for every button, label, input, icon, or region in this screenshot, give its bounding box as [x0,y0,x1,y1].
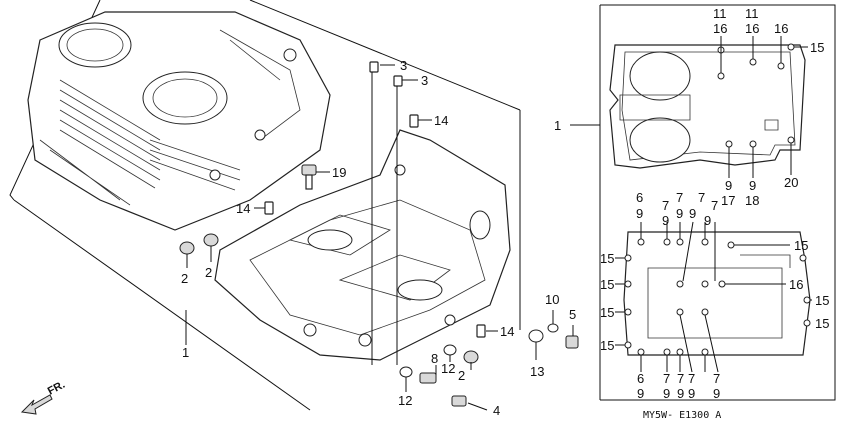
callout-3b: 3 [421,73,428,88]
upper-label-20: 20 [784,175,798,190]
lower-label-16-right: 16 [789,277,803,292]
lower-label-9-bottom-c: 9 [677,386,684,401]
lower-label-15-left-d: 15 [600,338,614,353]
plugs-2 [179,233,479,364]
lower-case-bottom-view [623,231,811,356]
callout-10: 10 [545,292,559,307]
lower-label-15-right-b: 15 [815,293,829,308]
callout-14a: 14 [434,113,448,128]
lower-label-6-bottom: 6 [637,371,644,386]
callout-2a: 2 [181,271,188,286]
lower-label-9-top-c: 9 [676,206,683,221]
lower-label-9-bottom-a: 9 [637,386,644,401]
leader-lines-main [185,64,574,411]
lower-label-15-right-a: 15 [794,238,808,253]
lower-label-15-left-b: 15 [600,277,614,292]
dowel-pins [264,61,486,338]
upper-label-17: 17 [721,193,735,208]
lower-label-9-bottom-e: 9 [713,386,720,401]
callout-5: 5 [569,307,576,322]
callout-8: 8 [431,351,438,366]
upper-label-9a: 9 [725,178,732,193]
upper-case-top-view [609,43,806,169]
callout-1-main: 1 [182,345,189,360]
lower-label-7-bottom-a: 7 [663,371,670,386]
lower-label-9-top-a: 9 [636,206,643,221]
detail-frame [570,4,836,401]
upper-crankcase-illustration [27,11,331,231]
lower-label-9-top-e: 9 [704,213,711,228]
callout-2b: 2 [205,265,212,280]
upper-label-11b: 11 [745,6,759,21]
lower-label-15-left-c: 15 [600,305,614,320]
callout-3a: 3 [400,58,407,73]
lower-crankcase-illustration [214,129,511,361]
callout-19: 19 [332,165,346,180]
upper-label-16a: 16 [713,21,727,36]
lower-label-7-bottom-c: 7 [688,371,695,386]
callout-14c: 14 [500,324,514,339]
front-direction-arrow [20,394,53,415]
diagram-code: MY5W- E1300 A [643,410,721,421]
callout-12b: 12 [398,393,412,408]
callout-14b: 14 [236,201,250,216]
lower-view-leaders [615,221,812,373]
lower-label-7-top-c: 7 [698,190,705,205]
upper-label-15: 15 [810,40,824,55]
upper-label-18: 18 [745,193,759,208]
upper-label-9b: 9 [749,178,756,193]
lower-label-7-bottom-d: 7 [713,371,720,386]
callout-12a: 12 [441,361,455,376]
lower-label-7-bottom-b: 7 [677,371,684,386]
upper-view-leaders [720,36,808,178]
callout-4: 4 [493,403,500,418]
upper-label-16c: 16 [774,21,788,36]
lower-label-7-top-a: 7 [662,198,669,213]
lower-label-6-top: 6 [636,190,643,205]
lower-label-9-top-b: 9 [662,213,669,228]
lower-label-7-top-b: 7 [676,190,683,205]
upper-label-11a: 11 [713,6,727,21]
upper-label-16b: 16 [745,21,759,36]
lower-label-7-top-d: 7 [711,198,718,213]
callout-1-detail: 1 [554,118,561,133]
callout-13: 13 [530,364,544,379]
lower-label-9-top-d: 9 [689,206,696,221]
bolt-19 [301,164,317,190]
lower-label-15-left-a: 15 [600,251,614,266]
lower-label-15-right-c: 15 [815,316,829,331]
lower-label-9-bottom-b: 9 [663,386,670,401]
callout-2c: 2 [458,368,465,383]
front-direction-label: FR. [46,379,67,398]
lower-label-9-bottom-d: 9 [688,386,695,401]
